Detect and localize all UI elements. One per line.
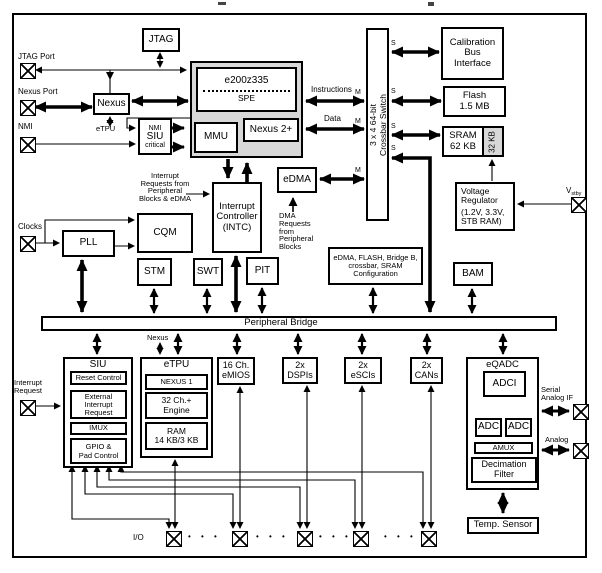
config-block: eDMA, FLASH, Bridge B, crossbar, SRAM Co… [328, 247, 423, 285]
adc-right-block: ADC [505, 418, 532, 437]
peripheral-bridge-bar: Peripheral Bridge [41, 316, 557, 331]
clocks-label: Clocks [18, 222, 43, 231]
diagram-border [12, 13, 587, 558]
stm-block: STM [137, 258, 172, 286]
edma-block: eDMA [277, 167, 317, 193]
mmu-block: MMU [194, 122, 238, 153]
cropped-text-artifact [218, 2, 226, 5]
ellipsis: • • • [384, 532, 417, 541]
temp-sensor-block: Temp. Sensor [467, 517, 539, 534]
reset-control-block: Reset Control [70, 371, 127, 385]
etpu-ram-block: RAM 14 KB/3 KB [145, 422, 208, 450]
nexus-block: Nexus [93, 93, 130, 115]
calibration-bus-block: Calibration Bus Interface [441, 27, 504, 80]
gpio-pad-control-block: GPIO & Pad Control [70, 438, 127, 464]
nmi-pad-icon [20, 137, 36, 153]
adc-left-block: ADC [475, 418, 502, 437]
irq-note: Interrupt Requests from Peripheral Block… [138, 171, 192, 203]
nmi-siu-critical-block: NMI SIU critical [138, 118, 172, 155]
sram-block: SRAM 62 KB 32 KB [442, 126, 504, 157]
decimation-filter-block: Decimation Filter [471, 457, 537, 483]
standby-sram-block: 32 KB [482, 128, 502, 155]
data-label: Data [324, 114, 341, 123]
master-port-label: M [355, 118, 361, 125]
etpu-nexus1-block: NEXUS 1 [145, 374, 208, 390]
ellipsis: • • • [256, 532, 289, 541]
intc-block: Interrupt Controller (INTC) [212, 182, 262, 253]
interrupt-request-label: Interrupt Request [14, 378, 42, 395]
nmi-label: NMI [18, 122, 33, 131]
io-pad-icon [166, 531, 182, 547]
emios-block: 16 Ch. eMIOS [217, 357, 255, 385]
bam-block: BAM [453, 262, 493, 286]
serial-analog-pad-icon [573, 404, 589, 420]
analog-label: Analog [545, 435, 569, 444]
etpu-link-label: eTPU [96, 124, 116, 133]
swt-block: SWT [193, 258, 223, 286]
jtag-block: JTAG [142, 28, 180, 52]
etpu-engine-block: 32 Ch.+ Engine [145, 392, 208, 419]
pit-block: PIT [246, 257, 279, 285]
io-pad-icon [232, 531, 248, 547]
adci-block: ADCI [483, 371, 526, 397]
nexus-link-label: Nexus [147, 333, 169, 342]
io-pad-icon [353, 531, 369, 547]
e200z335-block: e200z335 SPE [196, 67, 297, 112]
voltage-regulator-block: Voltage Regulator (1.2V, 3.3V, STB RAM) [455, 182, 515, 231]
io-pad-icon [421, 531, 437, 547]
vstby-label: Vstby [566, 186, 582, 197]
crossbar-switch-block: 3 x 4 64-bit Crossbar Switch [366, 28, 389, 221]
io-label: I/O [133, 533, 144, 542]
pll-block: PLL [62, 230, 115, 257]
spe-divider [202, 89, 291, 92]
ellipsis: • • • [319, 532, 352, 541]
slave-port-label: S [391, 40, 396, 47]
dspi-block: 2x DSPIs [282, 357, 318, 384]
master-port-label: M [355, 167, 361, 174]
nexus2-block: Nexus 2+ [243, 118, 299, 142]
flash-block: Flash 1.5 MB [443, 86, 506, 117]
clocks-pad-icon [20, 236, 36, 252]
slave-port-label: S [391, 123, 396, 130]
external-interrupt-request-block: External Interrupt Request [70, 390, 127, 419]
ellipsis: • • • [188, 532, 221, 541]
master-port-label: M [355, 89, 361, 96]
io-pad-icon [297, 531, 313, 547]
serial-analog-if-label: Serial Analog IF [541, 385, 574, 402]
amux-block: AMUX [474, 442, 533, 454]
vstby-pad-icon [571, 197, 587, 213]
slave-port-label: S [391, 88, 396, 95]
cqm-block: CQM [137, 213, 193, 253]
nexus-port-pad-icon [20, 100, 36, 116]
imux-block: IMUX [70, 422, 127, 435]
cropped-text-artifact [428, 2, 434, 6]
slave-port-label: S [391, 145, 396, 152]
dma-note: DMA Requests from Peripheral Blocks [279, 211, 314, 252]
analog-pad-icon [573, 443, 589, 459]
interrupt-request-pad-icon [20, 400, 36, 416]
instructions-label: Instructions [311, 85, 352, 94]
can-block: 2x CANs [410, 357, 443, 384]
jtag-port-pad-icon [20, 63, 36, 79]
esci-block: 2x eSCIs [344, 357, 382, 384]
jtag-port-label: JTAG Port [18, 52, 55, 61]
nexus-port-label: Nexus Port [18, 87, 58, 96]
